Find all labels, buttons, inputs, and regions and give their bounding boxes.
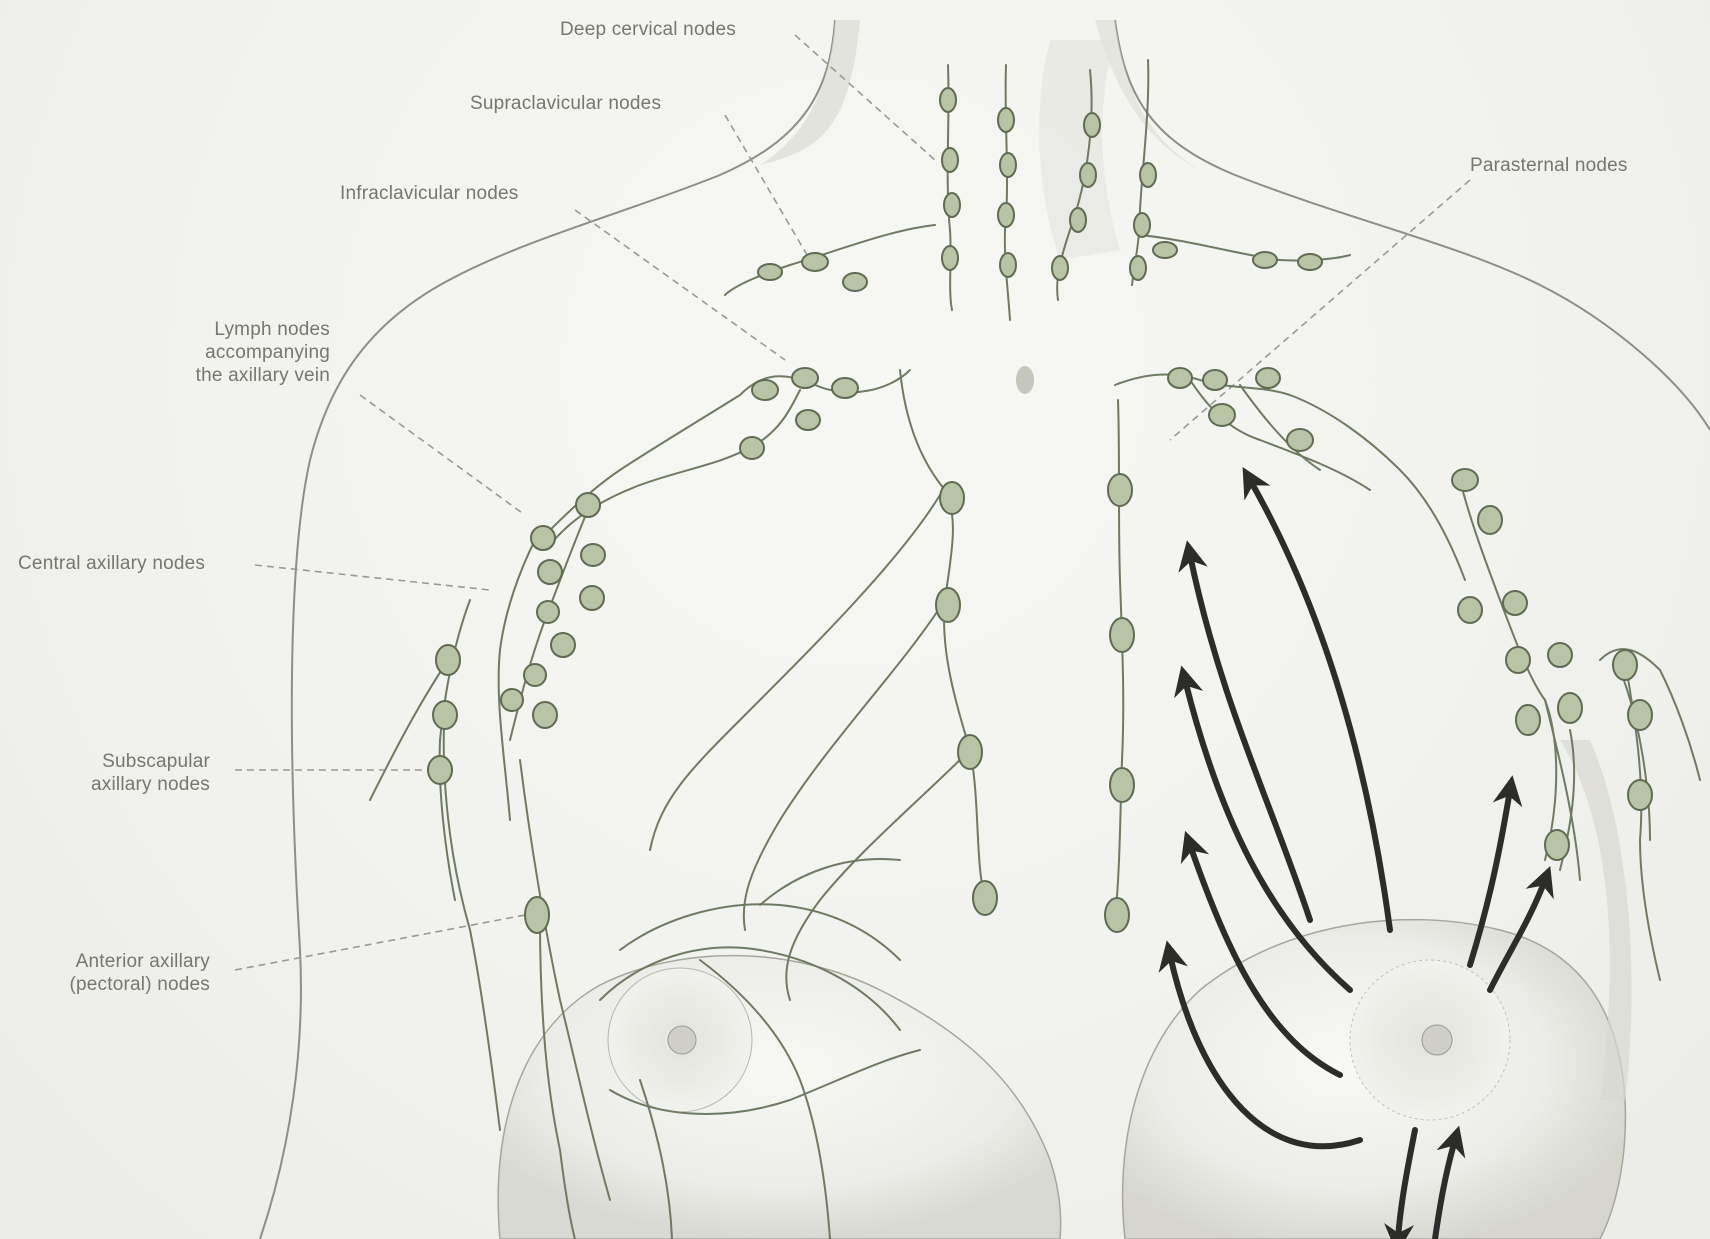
- label-anterior-axillary-nodes: Anterior axillary (pectoral) nodes: [20, 950, 210, 996]
- label-axillary-vein-nodes: Lymph nodes accompanying the axillary ve…: [140, 318, 330, 387]
- right-nipple: [1422, 1025, 1452, 1055]
- label-subscapular-axillary-nodes: Subscapular axillary nodes: [40, 750, 210, 796]
- leader-parasternal: [1170, 180, 1470, 440]
- label-infraclavicular-nodes: Infraclavicular nodes: [340, 182, 518, 205]
- label-central-axillary-nodes: Central axillary nodes: [18, 552, 205, 575]
- leader-anterior-axillary: [235, 915, 525, 970]
- label-deep-cervical-nodes: Deep cervical nodes: [560, 18, 736, 41]
- leader-infraclavicular: [575, 210, 785, 360]
- leader-lines: [235, 35, 1470, 970]
- sternal-notch: [1016, 366, 1034, 394]
- label-parasternal-nodes: Parasternal nodes: [1470, 154, 1628, 177]
- left-nipple: [668, 1026, 696, 1054]
- leader-central-axillary: [255, 565, 490, 590]
- drainage-arrow-1: [1250, 480, 1390, 930]
- leader-axillary-vein: [360, 395, 525, 515]
- label-supraclavicular-nodes: Supraclavicular nodes: [470, 92, 661, 115]
